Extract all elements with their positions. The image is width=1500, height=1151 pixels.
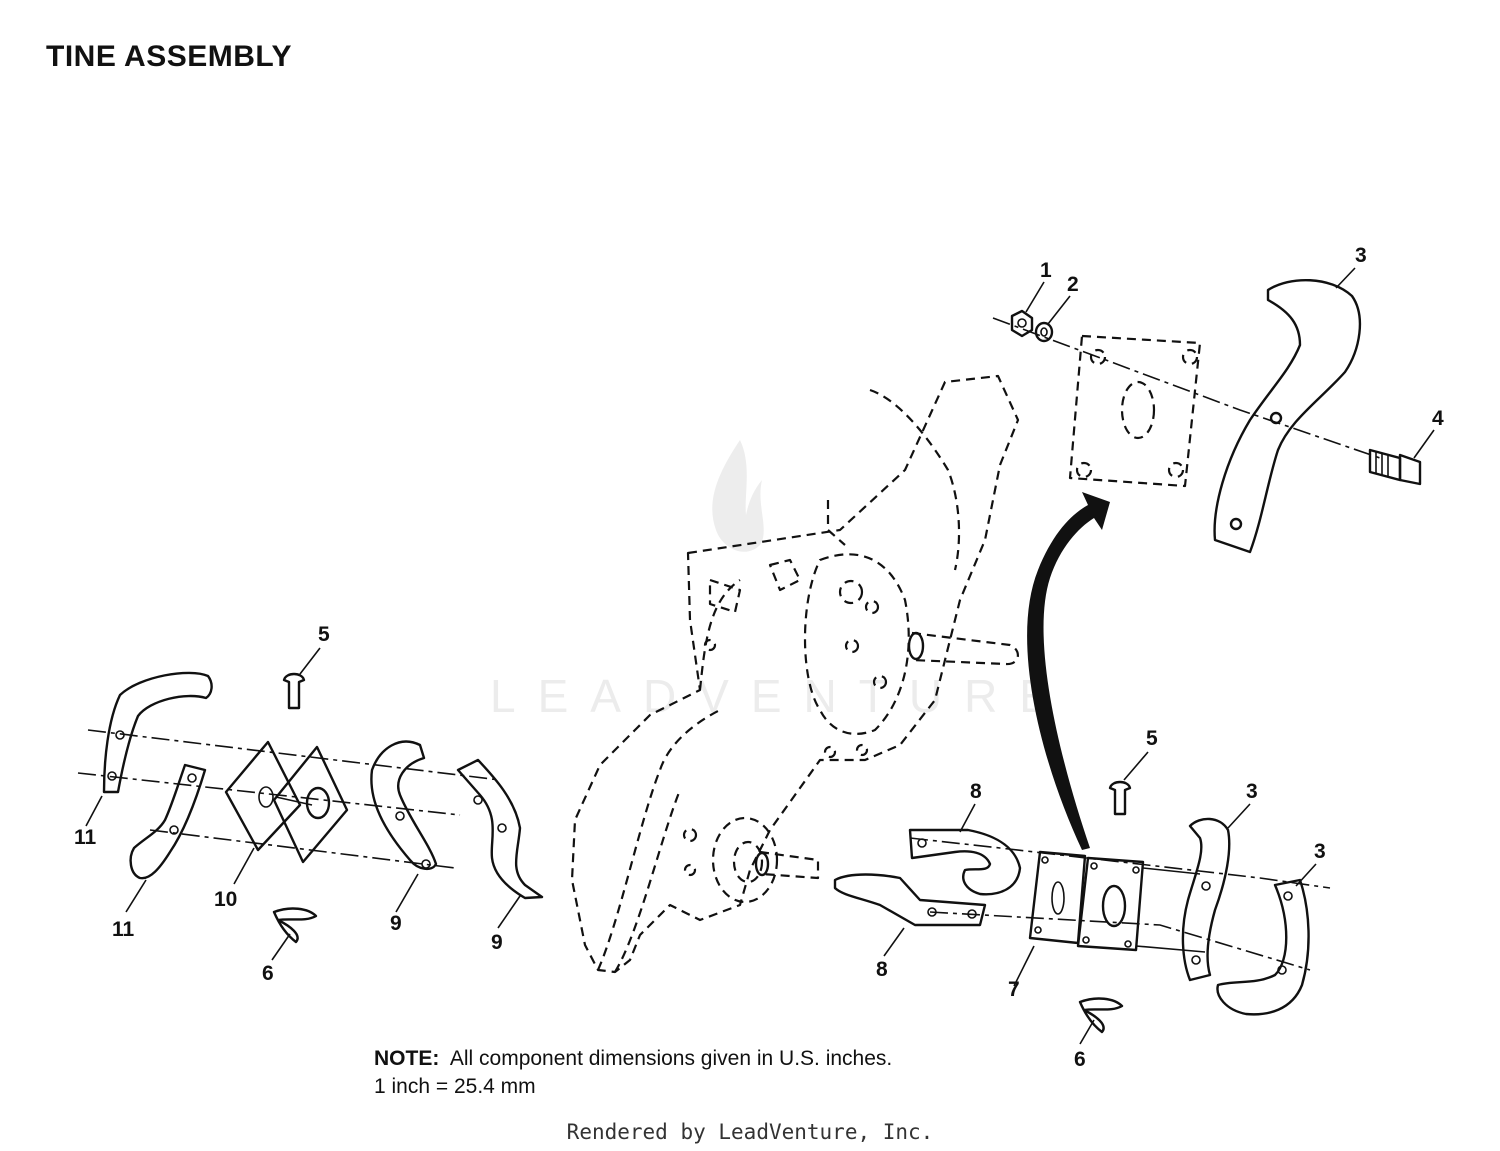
callout-1: 1: [1040, 259, 1052, 282]
assembly-arrow: [1027, 492, 1110, 850]
tine-3-middle: [1181, 817, 1231, 982]
tine-9-right: [456, 758, 544, 900]
axis-line: [149, 829, 456, 869]
axis-line: [77, 772, 461, 816]
page-title: TINE ASSEMBLY: [46, 40, 292, 73]
tiller-housing-outline: [570, 374, 1020, 974]
flange-plate-detail: [1068, 334, 1202, 488]
note-line-1: NOTE: All component dimensions given in …: [374, 1045, 892, 1073]
callout-9: 9: [390, 912, 402, 935]
callout-7: 7: [1008, 978, 1020, 1001]
flange-plate-7a: [1028, 850, 1087, 945]
axis-line: [909, 837, 1331, 889]
callout-2: 2: [1067, 273, 1079, 296]
axis-line: [87, 729, 501, 781]
callout-6: 6: [1074, 1048, 1086, 1071]
note-conversion: 1 inch = 25.4 mm: [374, 1075, 536, 1098]
tine-8-upper: [908, 828, 1022, 896]
callout-11: 11: [74, 826, 97, 849]
hex-bolt-4: [1368, 448, 1402, 482]
callout-10: 10: [214, 888, 237, 911]
hairpin-clip-6-left: [272, 907, 318, 944]
right-tine-set: [833, 780, 1331, 1034]
callout-11: 11: [112, 918, 135, 941]
tine-11-upper: [102, 671, 213, 794]
tine-9-center: [370, 740, 438, 871]
tine-3-upper: [1213, 279, 1362, 554]
flange-plate-10a: [224, 740, 302, 852]
leadventure-watermark: LEADVENTURE: [490, 440, 1072, 722]
axis-line: [929, 911, 1311, 971]
callout-5: 5: [1146, 727, 1158, 750]
callout-4: 4: [1432, 407, 1444, 430]
callout-3: 3: [1314, 840, 1326, 863]
hex-nut-1: [1010, 309, 1034, 338]
lock-washer-2: [1034, 321, 1054, 343]
callout-5: 5: [318, 623, 330, 646]
hairpin-clip-6-right: [1078, 997, 1124, 1034]
callout-8: 8: [876, 958, 888, 981]
note-label: NOTE:: [374, 1047, 440, 1070]
clevis-pin-5-left: [282, 672, 306, 710]
watermark-text: LEADVENTURE: [490, 670, 1072, 722]
tine-8-lower: [833, 873, 987, 927]
tine-11-lower: [129, 763, 207, 880]
clevis-pin-5-right: [1108, 780, 1132, 816]
footer-credit: Rendered by LeadVenture, Inc.: [566, 1120, 934, 1144]
callout-8: 8: [970, 780, 982, 803]
note-text: All component dimensions given in U.S. i…: [449, 1047, 893, 1070]
left-tine-set: [77, 671, 544, 944]
callout-6: 6: [262, 962, 274, 985]
callout-9: 9: [491, 931, 503, 954]
upper-right-tine-detail: [992, 279, 1422, 554]
axis-line: [992, 317, 1381, 459]
callout-3: 3: [1355, 244, 1367, 267]
leader-lines: [85, 267, 1435, 1045]
callout-3: 3: [1246, 780, 1258, 803]
callouts: 1 2 3 4 5 11 11 10 6 9 9 5 8 8 3 3 7 6: [74, 244, 1444, 1071]
flange-plate-10b: [272, 745, 349, 864]
flange-plate-7b: [1076, 856, 1145, 952]
dimensions-note: NOTE: All component dimensions given in …: [374, 1045, 892, 1101]
